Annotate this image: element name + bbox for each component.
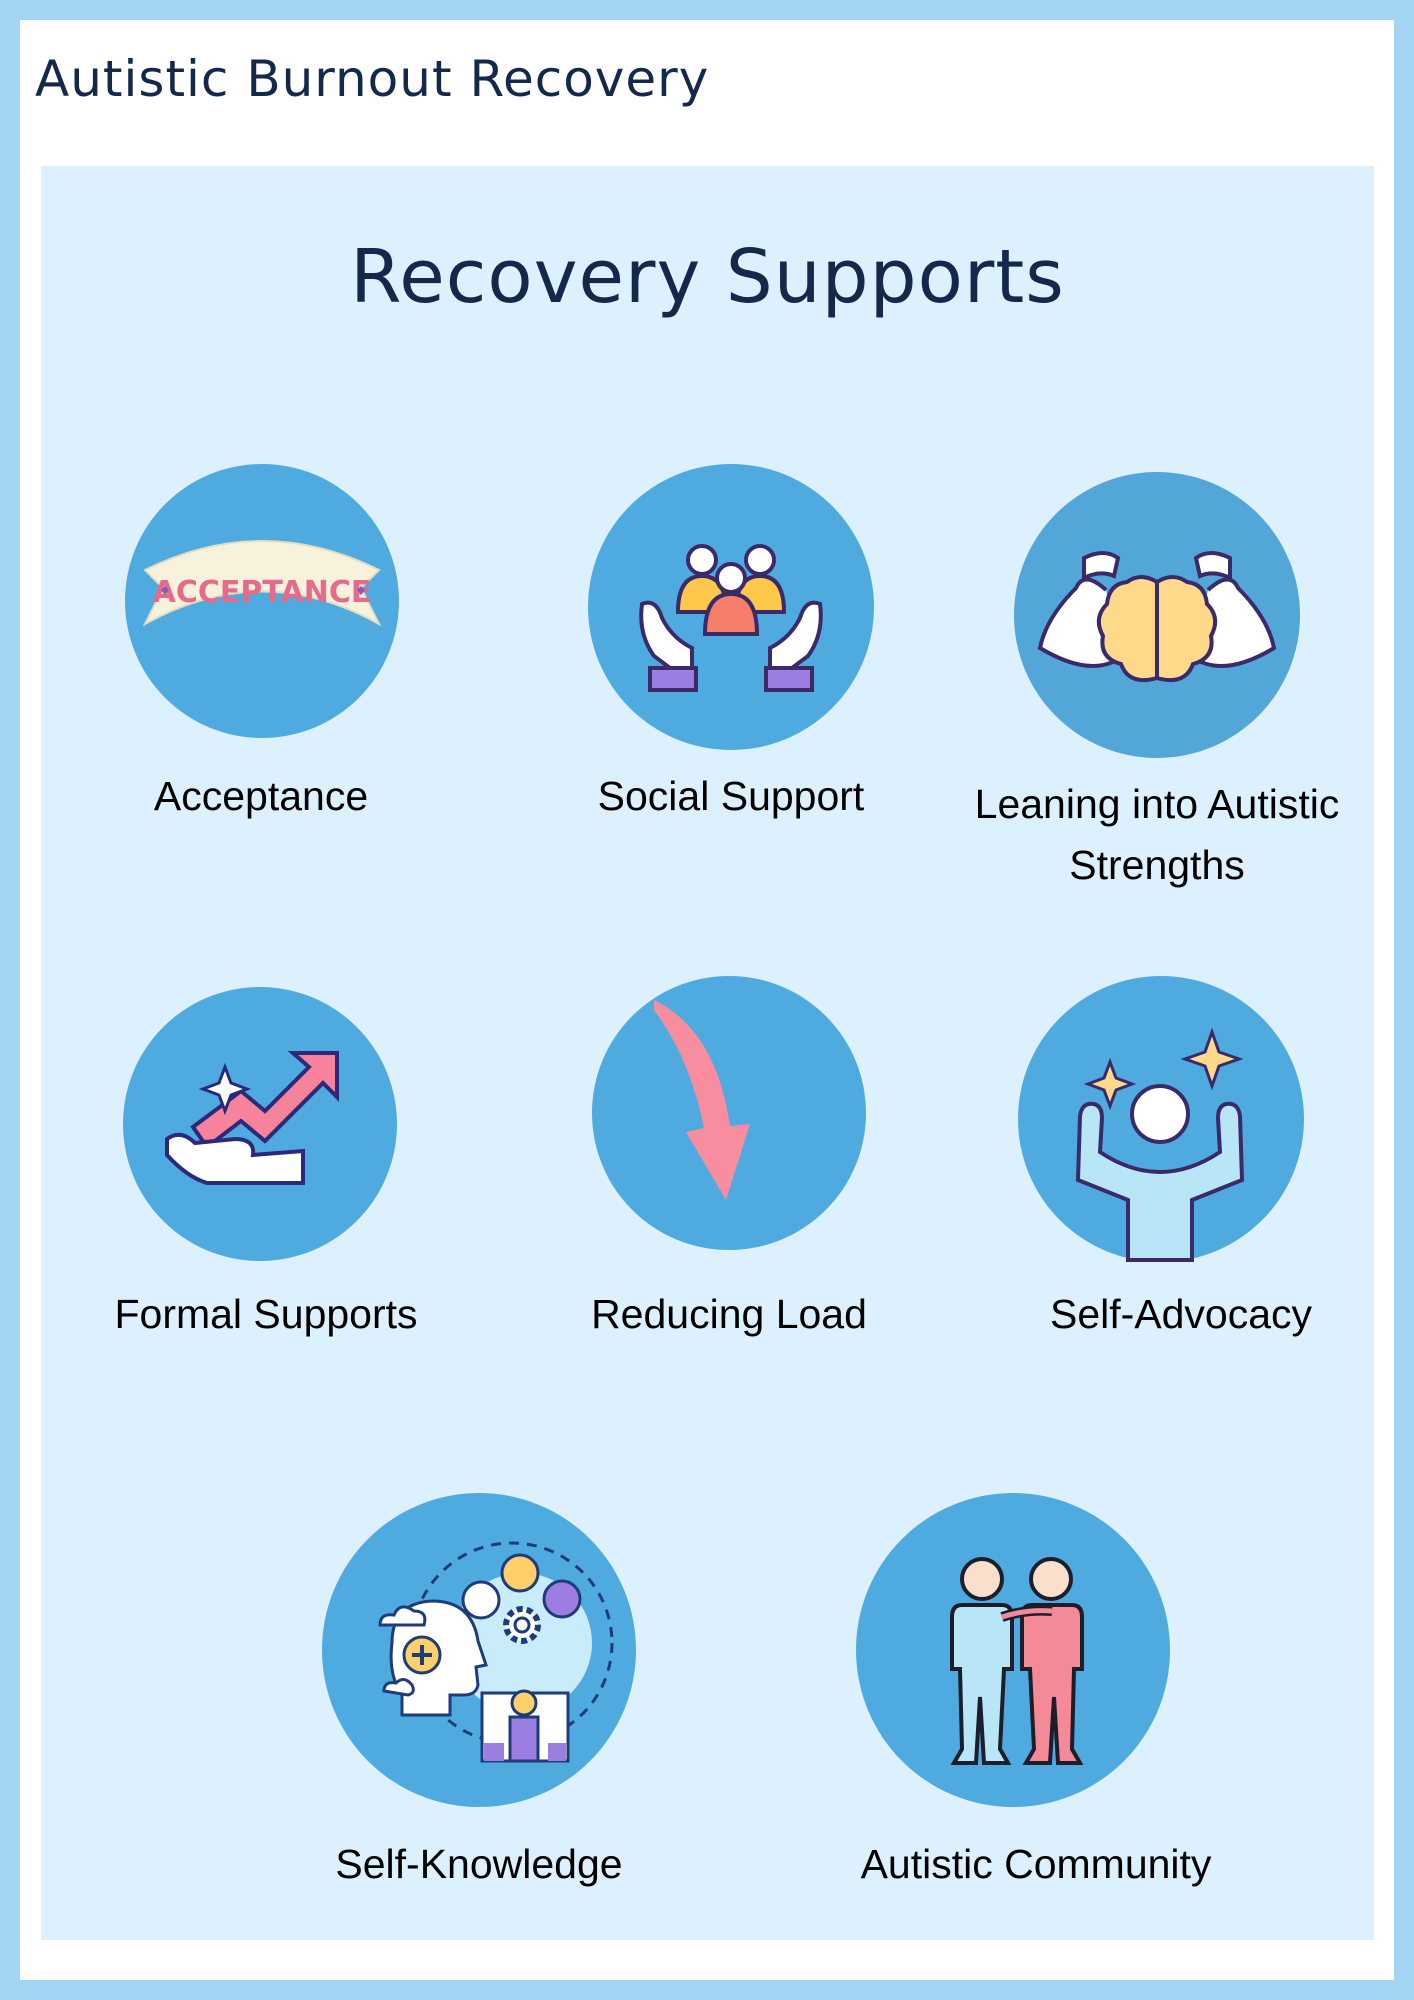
- page-title: Autistic Burnout Recovery: [35, 50, 710, 108]
- two-people-icon: [856, 1493, 1170, 1807]
- autistic-community-label: Autistic Community: [860, 1841, 1212, 1887]
- recovery-panel: Recovery Supports ACCEPTANCE Acceptance: [41, 166, 1374, 1940]
- group-hands-icon: [588, 464, 874, 750]
- reducing-load-circle: [592, 976, 866, 1250]
- self-advocacy-label: Self-Advocacy: [1049, 1291, 1313, 1337]
- self-knowledge-label: Self-Knowledge: [335, 1841, 623, 1887]
- flexing-person-icon: [1018, 976, 1304, 1262]
- acceptance-label: Acceptance: [153, 773, 369, 819]
- down-arrow-icon: [654, 1000, 750, 1200]
- strong-brain-icon: [1014, 472, 1300, 758]
- formal-supports-label: Formal Supports: [114, 1291, 418, 1337]
- autistic-strengths-label: Leaning into Autistic Strengths: [974, 781, 1340, 888]
- hand-growth-arrow-icon: [123, 987, 397, 1261]
- panel-heading: Recovery Supports: [350, 234, 1065, 320]
- acceptance-icon: ACCEPTANCE: [125, 464, 399, 738]
- mind-reflection-icon: [322, 1493, 636, 1807]
- acceptance-banner-text: ACCEPTANCE: [153, 575, 372, 610]
- reducing-load-label: Reducing Load: [591, 1291, 867, 1337]
- page-sheet: Autistic Burnout Recovery Recovery Suppo…: [20, 20, 1394, 1980]
- social-support-label: Social Support: [597, 773, 865, 819]
